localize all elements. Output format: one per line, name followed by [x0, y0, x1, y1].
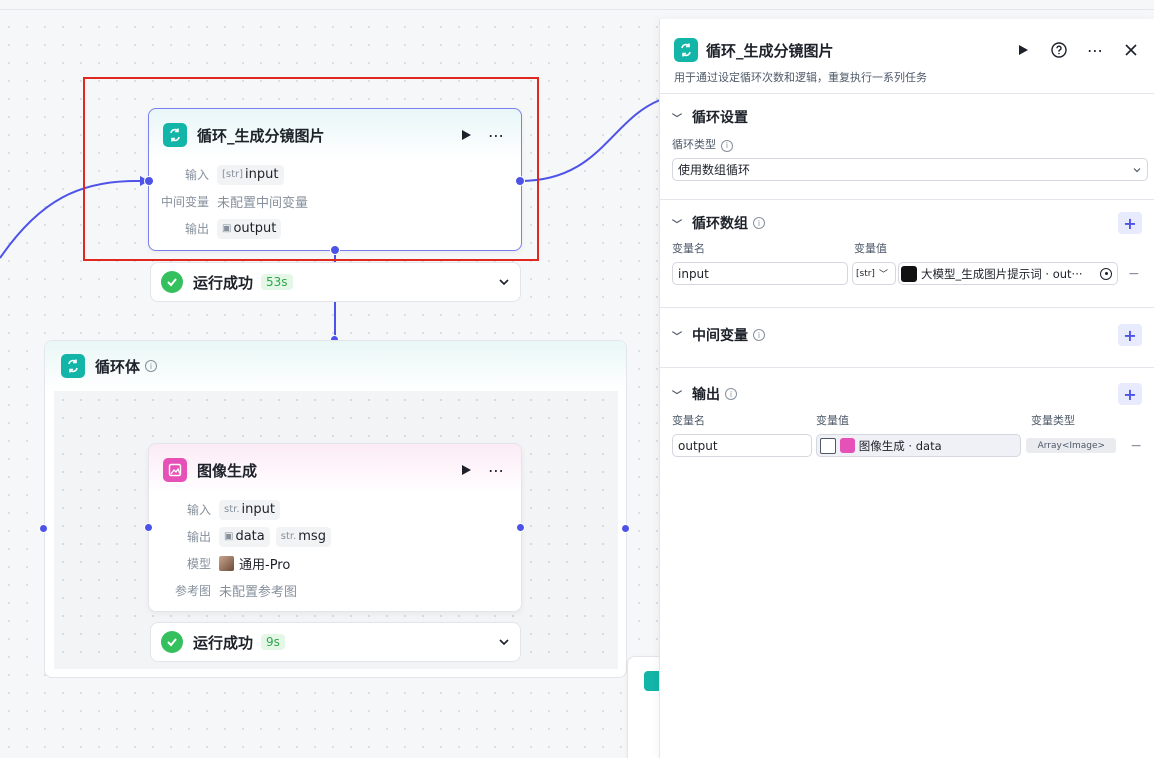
help-icon[interactable] [1048, 39, 1070, 61]
loop-array-value-ref[interactable]: 大模型_生成图片提示词 · out··· [898, 262, 1118, 285]
col-value-label: 变量值 [816, 414, 849, 427]
loop-body-port[interactable] [330, 245, 340, 255]
edge-in-loop [0, 179, 141, 259]
status-time: 9s [261, 634, 285, 650]
col-name-label: 变量名 [672, 414, 705, 427]
edge-out-loop [519, 99, 661, 182]
loop-body-left-port[interactable] [39, 524, 48, 533]
more-icon[interactable]: ⋯ [1087, 40, 1103, 60]
input-tag: [str]input [217, 164, 284, 185]
col-name-label: 变量名 [672, 242, 705, 255]
input-label: 输入 [186, 503, 211, 517]
status-time: 53s [261, 274, 293, 290]
output-label: 输出 [184, 222, 209, 236]
run-button[interactable] [455, 124, 477, 146]
output-label: 输出 [186, 530, 211, 544]
loop-body-right-port[interactable] [621, 524, 630, 533]
add-button[interactable]: + [1118, 212, 1142, 234]
output-tag-msg: str.msg [275, 526, 331, 547]
close-icon[interactable] [1120, 39, 1142, 61]
top-divider [0, 0, 1154, 10]
mid-label: 中间变量 [161, 195, 210, 209]
col-value-label: 变量值 [854, 242, 887, 255]
info-icon[interactable]: i [721, 139, 733, 152]
image-icon [819, 437, 836, 454]
input-tag: str.input [219, 499, 280, 520]
info-icon[interactable]: i [753, 329, 765, 341]
info-icon[interactable]: i [753, 217, 765, 229]
loop-status-bar[interactable]: 运行成功 53s [150, 262, 521, 302]
properties-panel: 循环_生成分镜图片 ⋯ 用于通过设定循环次数和逻辑，重复执行一系列任务 ﹀ 循环… [659, 19, 1154, 758]
col-type-label: 变量类型 [1031, 414, 1075, 427]
image-gen-icon [163, 458, 187, 482]
panel-title: 循环_生成分镜图片 [706, 41, 834, 60]
more-icon[interactable]: ⋯ [488, 460, 504, 480]
remove-button[interactable]: − [1130, 437, 1142, 454]
loop-type-select[interactable]: 使用数组循环 [672, 158, 1148, 181]
image-status-bar[interactable]: 运行成功 9s [150, 622, 521, 662]
add-button[interactable]: + [1118, 324, 1142, 346]
input-label: 输入 [184, 168, 209, 182]
output-tag-data: ▣data [219, 526, 270, 547]
image-input-port[interactable] [144, 523, 153, 532]
image-icon: ▣ [224, 531, 234, 542]
collapse-icon[interactable]: ﹀ [672, 331, 682, 343]
status-text: 运行成功 [193, 273, 254, 292]
target-icon[interactable] [1100, 267, 1112, 280]
collapse-icon[interactable]: ﹀ [672, 219, 682, 231]
remove-button[interactable]: − [1128, 265, 1140, 282]
loop-icon [163, 123, 187, 147]
more-icon[interactable]: ⋯ [488, 125, 504, 145]
add-button[interactable]: + [1118, 383, 1142, 405]
run-button[interactable] [1012, 39, 1034, 61]
check-icon [161, 631, 183, 653]
output-name-input[interactable]: output [672, 434, 812, 457]
loop-input-port[interactable] [144, 176, 154, 186]
image-node[interactable]: 图像生成 ⋯ 输入 str.input 输出 ▣data str.msg 模型 … [148, 443, 522, 612]
selection-box [83, 77, 539, 261]
chevron-down-icon[interactable] [498, 273, 510, 292]
ref-value: 未配置参考图 [219, 585, 298, 600]
output-tag: ▣output [217, 218, 282, 239]
collapse-icon[interactable]: ﹀ [672, 390, 682, 402]
loop-output-port[interactable] [515, 176, 525, 186]
info-icon[interactable]: i [145, 360, 158, 372]
loop-array-name-input[interactable]: input [672, 262, 848, 285]
image-node-title: 图像生成 [197, 461, 258, 480]
run-button[interactable] [455, 459, 477, 481]
loop-icon [61, 354, 85, 378]
loop-settings-header[interactable]: ﹀ 循环设置 [672, 110, 748, 126]
info-icon[interactable]: i [725, 388, 737, 400]
collapse-icon[interactable]: ﹀ [672, 113, 682, 125]
image-array-icon: ▣ [222, 223, 232, 234]
model-value: 通用-Pro [239, 558, 291, 573]
output-value-ref[interactable]: 图像生成 · data [815, 434, 1022, 457]
panel-description: 用于通过设定循环次数和逻辑，重复执行一系列任务 [674, 71, 927, 84]
loop-body-title: 循环体 [95, 357, 141, 376]
array-type-icon: [str] [222, 169, 244, 180]
model-label: 模型 [186, 557, 211, 571]
chevron-down-icon [1133, 167, 1141, 172]
status-text: 运行成功 [193, 633, 254, 652]
loop-array-type-select[interactable]: [str]﹀ [852, 262, 896, 285]
ref-label: 参考图 [174, 584, 211, 598]
image-gen-icon [839, 438, 855, 453]
robot-icon [901, 265, 917, 282]
output-type-badge: Array<Image> [1026, 438, 1117, 453]
image-output-port[interactable] [516, 523, 525, 532]
loop-icon [674, 38, 698, 62]
loop-node-title: 循环_生成分镜图片 [197, 126, 325, 145]
check-icon [161, 271, 183, 293]
mid-value: 未配置中间变量 [217, 196, 309, 211]
chevron-down-icon[interactable] [498, 633, 510, 652]
model-avatar [219, 556, 234, 571]
